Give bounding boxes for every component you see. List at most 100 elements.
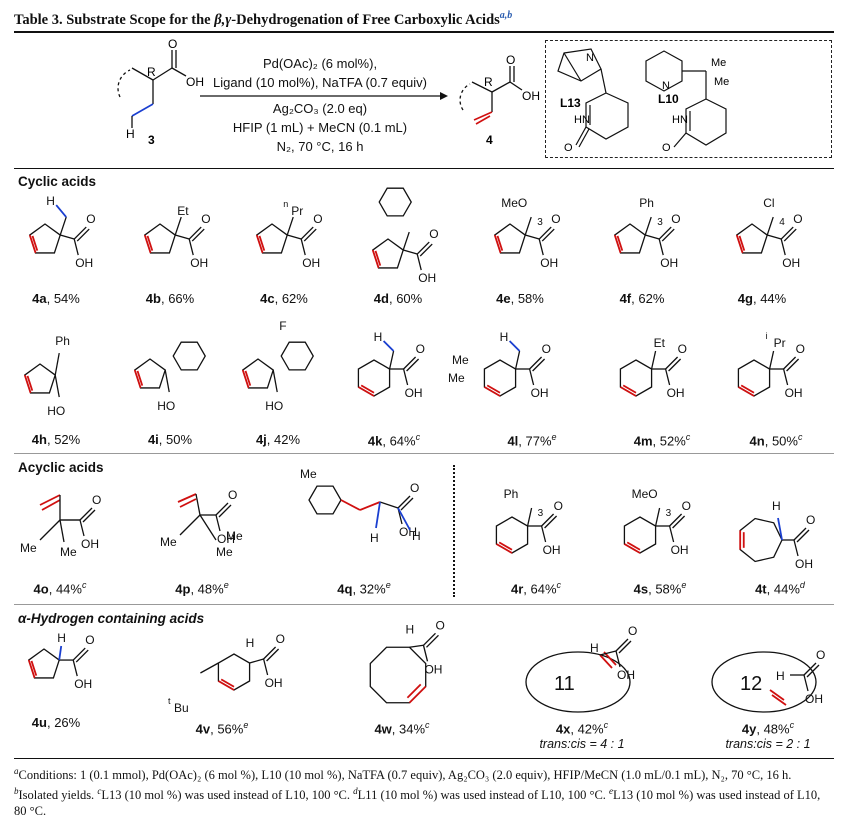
atom-label: Pr	[774, 336, 786, 350]
bond-21	[300, 226, 314, 240]
atom-label: O	[682, 499, 691, 513]
bond-64	[136, 370, 144, 386]
atom-label: OH	[418, 271, 436, 285]
caption-4g: 4g, 44%	[737, 291, 787, 306]
atom-label: O	[435, 618, 444, 632]
atom-label: H	[405, 622, 414, 636]
bond-104	[786, 358, 800, 372]
bond-122	[218, 504, 232, 518]
caption-4l: 4l, 77%e	[507, 432, 557, 449]
bond-171	[263, 646, 277, 660]
atom-label: O	[201, 212, 210, 226]
atom-label: i	[766, 331, 768, 341]
bond-189	[771, 694, 787, 706]
bond-16	[174, 216, 182, 236]
svg-text:O: O	[662, 142, 671, 154]
acyclic-rule	[14, 604, 834, 605]
bond-67	[172, 341, 206, 371]
atom-label: OH	[405, 386, 423, 400]
footnotes: aConditions: 1 (0.1 mmol), Pd(OAc)₂ (6 m…	[14, 766, 821, 819]
atom-label: H	[590, 641, 599, 655]
atom-label: O	[796, 342, 805, 356]
bond-29	[416, 241, 430, 255]
caption-4a: 4a, 54%	[32, 291, 80, 306]
bond-57	[766, 216, 774, 236]
atom-label: Me	[226, 529, 243, 543]
bond-19	[255, 234, 264, 254]
scheme-rule	[14, 168, 834, 169]
table-title: Table 3. Substrate Scope for the β,γ-Deh…	[14, 10, 513, 28]
bond-62	[54, 352, 60, 376]
bond-22	[303, 228, 317, 242]
bond-145	[623, 543, 641, 554]
bond-23	[300, 238, 306, 256]
atom-label: HO	[157, 399, 175, 413]
bond-142	[526, 507, 533, 527]
bond-168	[220, 678, 235, 688]
atom-label: H	[772, 499, 781, 513]
bond-123	[215, 514, 221, 532]
atom-label: O	[671, 212, 680, 226]
bond-81	[382, 340, 395, 352]
caption-4j: 4j, 42%	[255, 432, 301, 447]
bond-84	[483, 386, 501, 397]
atom-label: O	[806, 513, 815, 527]
bond-88	[528, 368, 535, 386]
bond-7	[59, 216, 67, 236]
atom-label: H	[57, 631, 66, 645]
footnote-rule	[14, 758, 834, 759]
atom-label: OH	[217, 532, 235, 546]
bond-169	[217, 680, 235, 691]
atom-label: O	[410, 481, 419, 495]
top-rule	[14, 31, 834, 33]
atom-label: OH	[265, 676, 283, 690]
bond-193	[803, 674, 809, 692]
caption-4e: 4e, 58%	[496, 291, 544, 306]
section-alpha: α-Hydrogen containing acids	[18, 611, 205, 626]
bond-105	[782, 368, 789, 386]
ratio-4y: trans:cis = 2 : 1	[725, 737, 811, 751]
atom-label: O	[551, 212, 560, 226]
bond-92	[622, 384, 637, 394]
condition-2: Ligand (10 mol%), NaTFA (0.7 equiv)	[213, 75, 427, 90]
atom-label: HO	[47, 404, 65, 418]
bond-100	[740, 384, 755, 394]
atom-label: OH	[424, 662, 442, 676]
bond-80	[388, 350, 395, 370]
bond-178	[409, 644, 424, 648]
atom-label: H	[374, 330, 383, 344]
bond-5	[76, 228, 90, 242]
atom-label: OH	[671, 543, 689, 557]
bond-147	[669, 513, 683, 527]
bond-181	[422, 645, 429, 662]
bond-31	[416, 253, 422, 271]
atom-label: 4	[779, 217, 785, 228]
bond-98	[650, 350, 657, 370]
bond-60	[23, 374, 32, 394]
bond-151	[739, 517, 783, 563]
bond-11	[143, 234, 152, 254]
atom-label: H	[370, 531, 379, 545]
bond-177	[408, 685, 427, 704]
bond-66	[164, 369, 170, 393]
bond-30	[419, 243, 433, 257]
caption-4s: 4s, 58%e	[633, 580, 687, 597]
atom-label: HO	[265, 399, 283, 413]
bond-114	[79, 519, 85, 537]
svg-text:O: O	[506, 53, 515, 67]
bond-161	[27, 659, 36, 679]
bond-89	[514, 350, 521, 370]
bond-6	[73, 238, 79, 256]
bond-184	[599, 650, 617, 656]
bond-74	[360, 384, 375, 394]
svg-text:L10: L10	[658, 92, 679, 106]
bond-49	[644, 216, 652, 236]
bond-48	[658, 238, 664, 256]
caption-4c: 4c, 62%	[260, 291, 308, 306]
svg-text:O: O	[564, 142, 573, 154]
bond-180	[426, 634, 439, 648]
bond-70	[241, 369, 250, 389]
atom-label: OH	[782, 256, 800, 270]
bond-163	[72, 647, 86, 661]
bond-137	[495, 543, 513, 554]
